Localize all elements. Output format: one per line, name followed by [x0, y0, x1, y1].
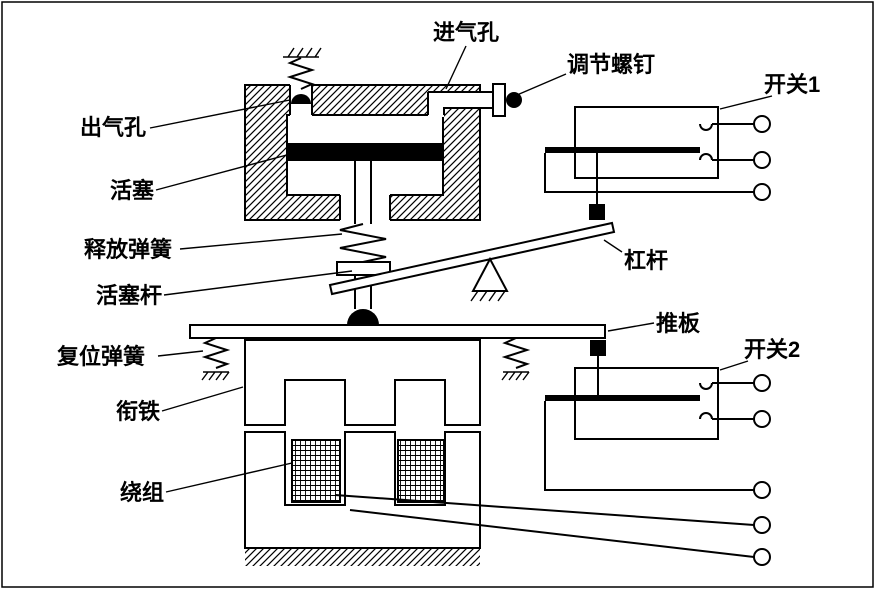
label-reset-spring: 复位弹簧 — [56, 344, 145, 369]
label-inlet-hole: 进气孔 — [433, 20, 499, 45]
leader-armature — [161, 386, 244, 412]
coil-terminal-2 — [753, 548, 771, 566]
switch2-terminal-2 — [753, 410, 771, 428]
push-plate-bar — [189, 324, 606, 339]
coil-lead-wires — [334, 494, 755, 558]
label-piston: 活塞 — [110, 178, 155, 203]
switch1-blade — [545, 147, 700, 153]
label-lever: 杠杆 — [624, 248, 668, 273]
switch2-group — [544, 340, 771, 499]
leader-lever — [603, 239, 623, 253]
screw-knob — [506, 92, 522, 108]
valve-ground — [283, 47, 322, 58]
rod-channel — [340, 193, 390, 222]
label-winding: 绕组 — [120, 480, 164, 505]
leader-piston — [155, 151, 299, 191]
leader-switch2 — [719, 360, 749, 371]
switch1-contact-lower — [699, 153, 718, 161]
coil-terminal-1 — [753, 516, 771, 534]
switch2-box — [574, 367, 719, 440]
switch1-pin-block — [589, 204, 605, 220]
switch1-group — [544, 106, 771, 220]
label-piston-rod: 活塞杆 — [96, 283, 162, 308]
switch2-pin-block — [590, 340, 606, 356]
fulcrum-triangle — [471, 256, 509, 292]
switch2-terminal-1 — [753, 374, 771, 392]
valve-spring — [286, 57, 316, 90]
coil-left — [291, 439, 341, 503]
leader-outlet-hole — [149, 99, 291, 129]
leader-winding — [165, 462, 293, 493]
rod-channel-walls — [339, 195, 391, 220]
label-armature: 衔铁 — [116, 399, 160, 424]
switch1-box — [574, 106, 719, 179]
leader-switch1 — [719, 95, 773, 110]
coil-right — [397, 439, 445, 503]
switch1-terminal-3 — [753, 183, 771, 201]
leader-push-plate — [607, 322, 655, 332]
piston-rod-upper — [354, 161, 372, 224]
switch1-terminal-1 — [753, 115, 771, 133]
reset-spring-left — [201, 337, 231, 369]
switch1-contact-upper — [699, 123, 718, 131]
armature-shape — [244, 339, 481, 426]
ground-hatch-band — [245, 549, 480, 566]
reset-spring-right — [501, 337, 531, 369]
rod-tip-dome — [347, 309, 379, 325]
leader-adjusting-screw — [509, 73, 567, 99]
release-spring-coil — [339, 223, 387, 263]
label-switch1: 开关1 — [764, 72, 820, 97]
inlet-channel-v — [428, 100, 444, 117]
switch2-terminal-wires — [544, 382, 754, 491]
switch2-blade — [545, 395, 700, 401]
switch2-contact-lower — [699, 412, 718, 420]
fulcrum-ground — [470, 290, 506, 302]
piston-bar — [287, 143, 443, 161]
label-switch2: 开关2 — [744, 337, 800, 362]
lever-bar — [328, 221, 616, 296]
reset-spring-left-ground — [201, 371, 230, 381]
label-push-plate: 推板 — [656, 311, 701, 336]
reset-spring-right-ground — [501, 371, 530, 381]
inlet-channel-walls — [427, 91, 493, 115]
label-outlet-hole: 出气孔 — [80, 115, 146, 140]
switch2-terminal-3 — [753, 481, 771, 499]
switch1-terminal-2 — [753, 151, 771, 169]
label-release-spring: 释放弹簧 — [84, 237, 172, 262]
screw-head — [492, 83, 506, 117]
label-adjusting-screw: 调节螺钉 — [567, 52, 655, 77]
cylinder-block — [244, 83, 493, 224]
valve-ball — [291, 94, 311, 104]
leader-reset-spring — [157, 350, 204, 357]
switch2-contact-upper — [699, 382, 718, 390]
leader-release-spring — [179, 233, 343, 250]
leader-piston-rod — [163, 270, 353, 296]
switch1-terminal-wires — [544, 123, 754, 193]
leader-inlet-hole — [445, 45, 467, 90]
